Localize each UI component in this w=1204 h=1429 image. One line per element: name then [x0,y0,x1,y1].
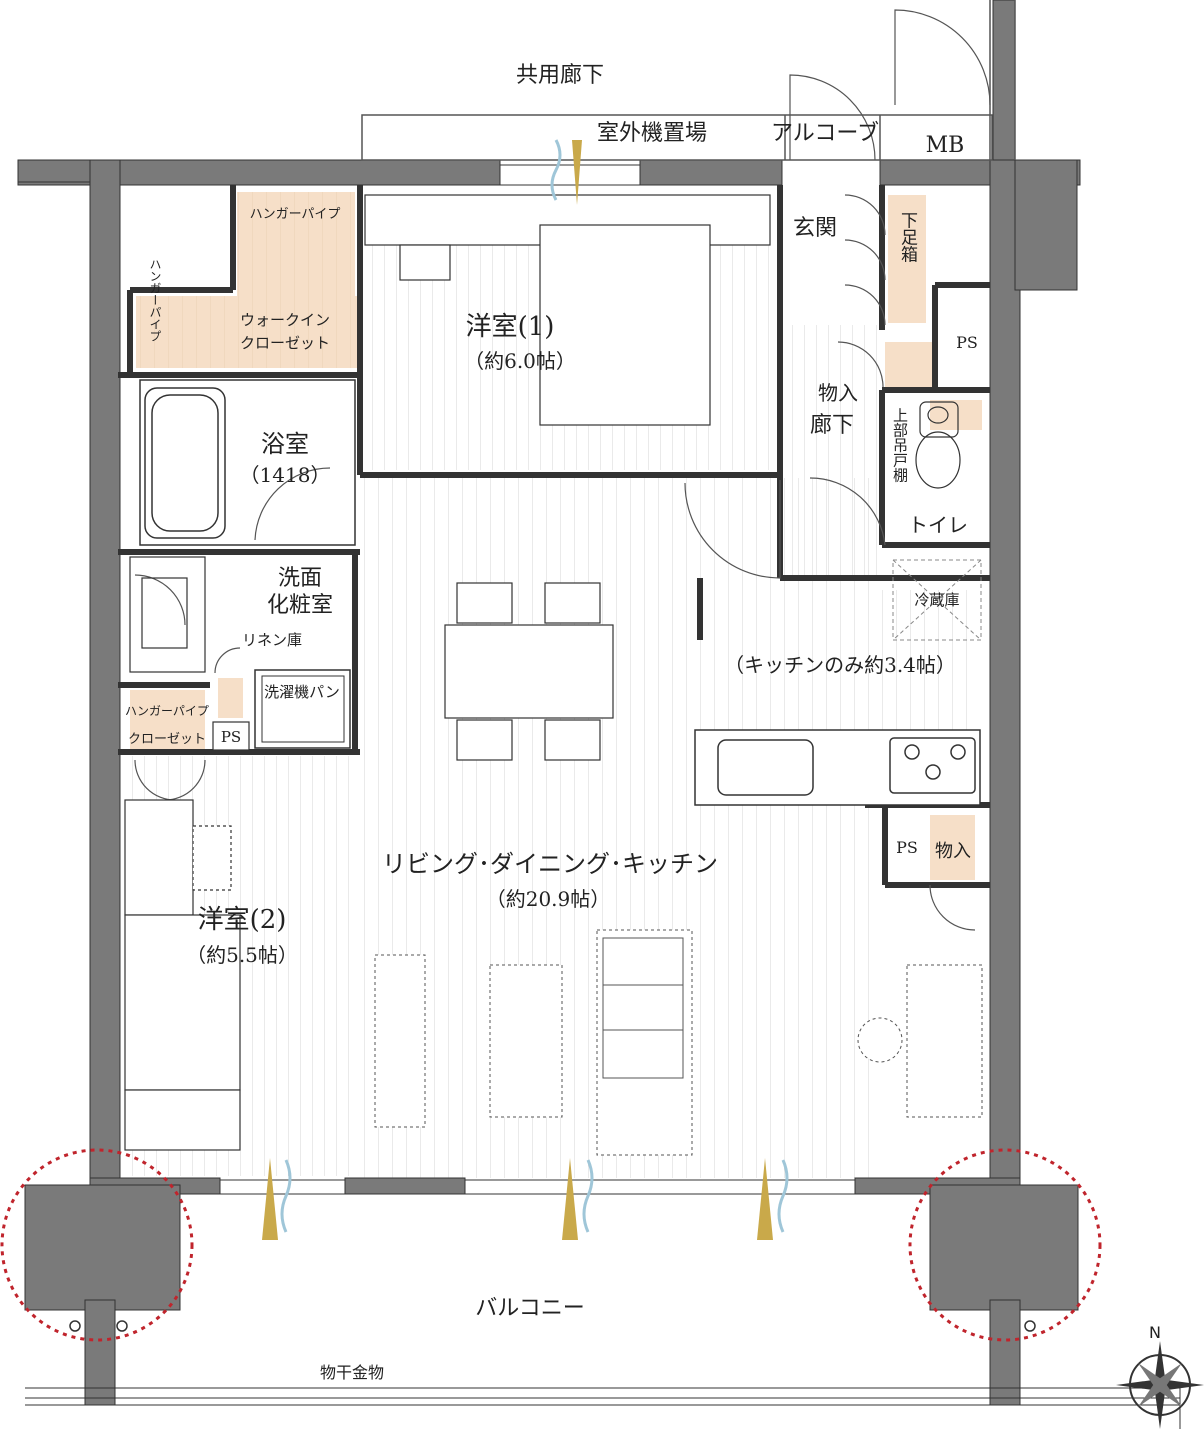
fridge [892,559,982,641]
label-ldk-size: （約20.9帖） [486,887,611,911]
label-bath-size: （1418） [240,463,331,487]
room1-furniture [364,194,771,426]
sofa [602,937,684,1079]
label-room2-name: 洋室(2) [198,905,287,935]
label-washroom-1: 洗面 [278,566,322,591]
label-wic-2: クローゼット [240,334,330,352]
label-washer-pan: 洗濯機パン [264,683,340,701]
walls [17,0,1081,1406]
label-wic-1: ウォークイン [240,311,330,329]
airflow-markers [262,139,789,1240]
label-ps-top: PS [956,333,978,352]
label-room1-name: 洋室(1) [466,312,555,342]
label-room2-size: （約5.5帖） [186,943,298,967]
label-storage-hall: 物入 [818,381,858,405]
dining-set [444,582,614,761]
label-bath-name: 浴室 [261,430,309,458]
label-ps-kitchen: PS [896,838,918,857]
room2-furniture [124,799,241,1151]
kitchen-floor [695,590,980,730]
label-hallway: 廊下 [810,413,854,438]
kitchen-storage-fill [930,815,975,880]
living-furniture [374,929,983,1156]
door-arcs [134,9,991,931]
label-outdoor-unit: 室外機置場 [597,121,707,146]
label-north: N [1149,1323,1161,1342]
washer-pan [254,669,351,749]
compass-icon [1116,1341,1204,1429]
label-hanger-pipe-wic: ハンガーパイプ [250,207,341,222]
label-mb: MB [926,133,965,158]
ps-closet-box [212,721,250,751]
label-drying-rack: 物干金物 [320,1363,384,1382]
top-structure [361,0,1016,161]
label-upper-cabinet: 上部吊戸棚 [891,408,909,483]
shoe-box-fill [888,195,926,323]
label-alcove: アルコーブ [771,121,879,146]
washer-pan-inner [261,675,345,743]
linen-fill [218,678,243,718]
label-hanger-pipe-wic-side: ハンガーパイプ [148,258,162,342]
label-hanger-pipe-closet: ハンガーパイプ [125,704,209,718]
label-entrance: 玄関 [793,216,837,241]
bathtub [139,379,356,546]
hallway-floor [783,325,888,575]
label-balcony: バルコニー [475,1296,585,1321]
windows [219,164,856,1195]
label-room1-size: （約6.0帖） [464,349,576,373]
highlight-circle-right [908,1148,1102,1342]
label-storage-kitchen: 物入 [935,841,971,862]
label-kitchen-size: （キッチンのみ約3.4帖） [724,653,956,677]
balcony-railing [25,1387,1181,1429]
label-linen: リネン庫 [242,631,302,649]
washbasin [129,556,206,673]
label-corridor-shared: 共用廊下 [516,63,604,88]
hall-storage-fill [885,342,935,390]
label-washroom-2: 化粧室 [267,593,333,618]
label-fridge: 冷蔵庫 [914,591,959,609]
wic-lower-fill [136,296,361,368]
drain-rings [69,1320,1036,1332]
highlight-circle-left [0,1148,194,1342]
label-ps-closet: PS [221,728,241,746]
label-ldk-name: リビング･ダイニング･キッチン [382,850,718,878]
toilet-sink-fill [930,400,982,430]
label-shoe-box: 下足箱 [897,212,918,263]
label-toilet: トイレ [908,513,968,537]
label-closet: クローゼット [128,732,206,747]
kitchen-counter [694,729,981,806]
toilet-fixture [915,401,961,489]
closet-fill [130,690,205,752]
